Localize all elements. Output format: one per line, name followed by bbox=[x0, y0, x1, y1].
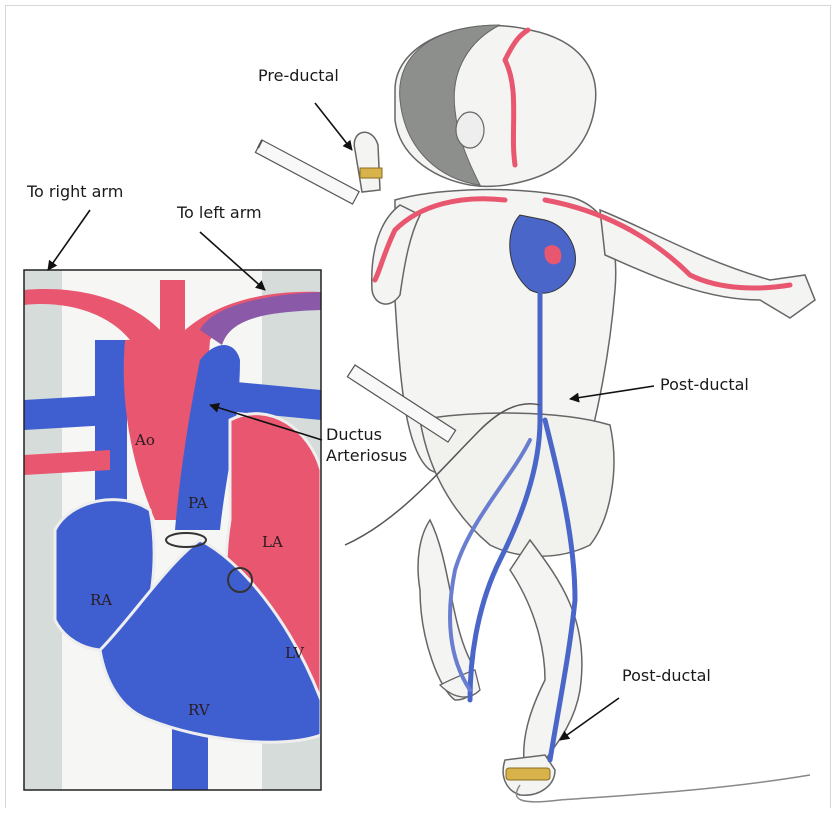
syringe-upper bbox=[255, 140, 359, 204]
heart-label-pa: PA bbox=[188, 494, 208, 512]
infant-ear bbox=[456, 112, 484, 148]
hand-sensor bbox=[360, 168, 382, 178]
infant-illustration bbox=[255, 25, 815, 802]
label-post-ductal-abdomen: Post-ductal bbox=[660, 375, 749, 395]
label-to-left-arm: To left arm bbox=[177, 203, 262, 223]
heart-label-rv: RV bbox=[188, 701, 211, 719]
label-post-ductal-foot: Post-ductal bbox=[622, 666, 711, 686]
heart-label-lv: LV bbox=[285, 644, 305, 662]
arrow-right-arm bbox=[48, 210, 90, 270]
label-pre-ductal: Pre-ductal bbox=[258, 66, 339, 86]
infant-arm-right-side bbox=[600, 210, 815, 318]
heart-label-ra: RA bbox=[90, 591, 112, 609]
label-ductus: Ductus bbox=[326, 425, 382, 445]
heart-inset: Ao PA LA RA LV RV bbox=[24, 270, 321, 790]
label-to-right-arm: To right arm bbox=[27, 182, 123, 202]
arrow-pre-ductal bbox=[315, 103, 352, 150]
ankle-sensor bbox=[506, 768, 550, 780]
infant-hand-raised bbox=[354, 132, 380, 192]
infant-leg-right bbox=[510, 540, 582, 770]
heart-label-ao: Ao bbox=[134, 431, 155, 449]
sensor-cable bbox=[516, 775, 810, 802]
heart-label-la: LA bbox=[262, 533, 283, 551]
label-arteriosus: Arteriosus bbox=[326, 446, 407, 466]
inset-pulm-left bbox=[24, 395, 110, 430]
